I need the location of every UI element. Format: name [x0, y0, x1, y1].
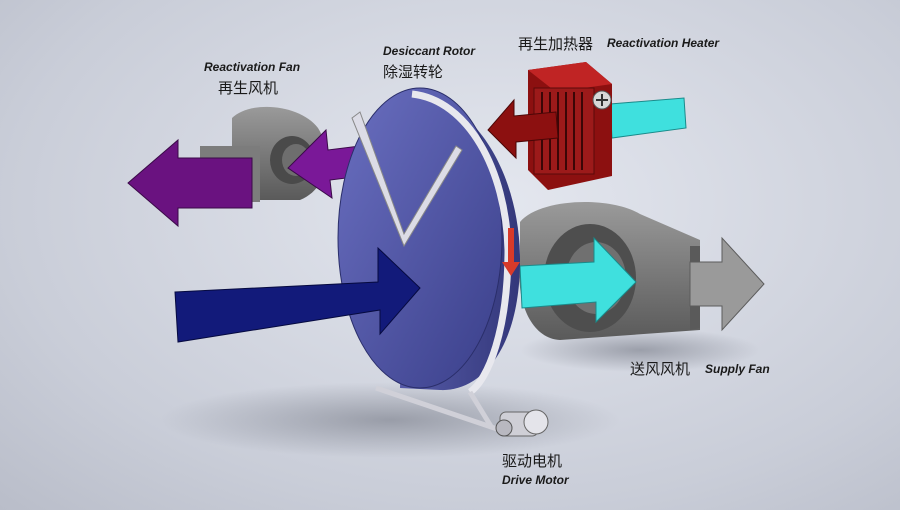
heated-air-arrow: [487, 98, 559, 160]
exhaust-arrow: [127, 138, 253, 228]
reactivation-fan-label-zh: 再生风机: [218, 79, 279, 97]
rotor-shadow: [160, 382, 620, 458]
reactivation-heater-label-zh: 再生加热器: [518, 35, 594, 53]
supply-air-arrow: [519, 236, 637, 324]
drive-motor-label-en: Drive Motor: [502, 473, 569, 487]
reactivation-heater-label-en: Reactivation Heater: [607, 36, 720, 50]
desiccant-rotor-label-zh: 除湿转轮: [383, 63, 444, 81]
drive-motor: [375, 385, 549, 437]
process-air-arrow: [174, 246, 421, 343]
rotor-belt: [411, 90, 512, 395]
desiccant-rotor-label-en: Desiccant Rotor: [383, 44, 476, 58]
heater-inlet-arrow: [609, 97, 687, 139]
supply-fan-label-en: Supply Fan: [705, 362, 770, 376]
supply-output-arrow: [689, 236, 765, 332]
rotation-direction-arrow: [502, 228, 520, 276]
desiccant-rotor: [337, 87, 520, 395]
supply-fan-shadow: [520, 328, 760, 372]
drive-motor-label-zh: 驱动电机: [502, 452, 563, 470]
reactivation-heater: [528, 62, 612, 190]
rotor-seal-wedge: [351, 111, 463, 248]
supply-fan-label-zh: 送风风机: [630, 360, 691, 378]
reactivation-fan-label-en: Reactivation Fan: [204, 60, 301, 74]
